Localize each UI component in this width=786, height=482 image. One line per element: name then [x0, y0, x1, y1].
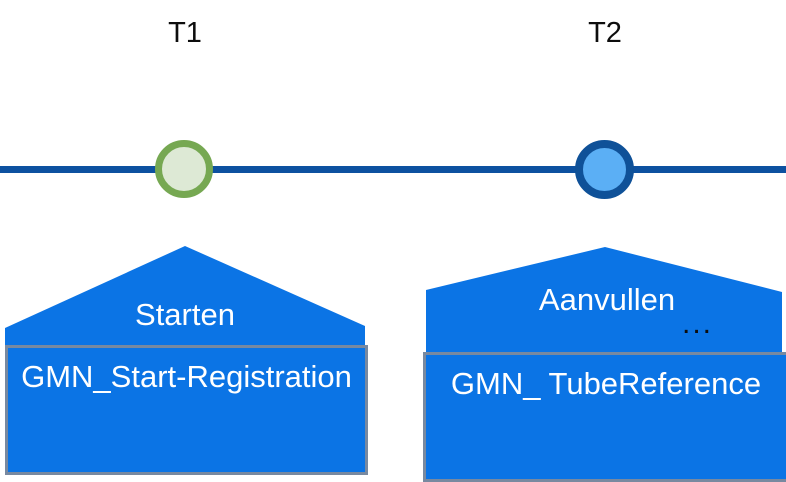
event-box-gmn-start-registration[interactable]: GMN_Start-Registration	[5, 345, 368, 475]
event-banner-label-aanvullen: Aanvullen	[538, 282, 676, 317]
event-banner-label-starten: Starten	[135, 297, 235, 332]
pentagon-banner-shape	[426, 247, 782, 352]
event-group-starten: Starten GMN_Start-Registration	[0, 240, 386, 475]
event-box-gmn-tubereference[interactable]: GMN_ TubeReference	[423, 352, 786, 482]
timeline-axis	[0, 166, 786, 173]
event-group-aanvullen: Aanvullen ... GMN_ TubeReference	[400, 240, 786, 482]
ellipsis-icon: ...	[682, 307, 714, 340]
event-banner-aanvullen[interactable]: Aanvullen ...	[400, 240, 786, 358]
pentagon-banner-shape	[5, 246, 365, 346]
event-banner-starten[interactable]: Starten	[0, 240, 386, 352]
milestone-label-t1: T1	[168, 17, 202, 49]
milestone-marker-t1[interactable]	[155, 140, 213, 198]
milestone-marker-t2[interactable]	[575, 140, 634, 199]
milestone-label-t2: T2	[588, 17, 622, 49]
